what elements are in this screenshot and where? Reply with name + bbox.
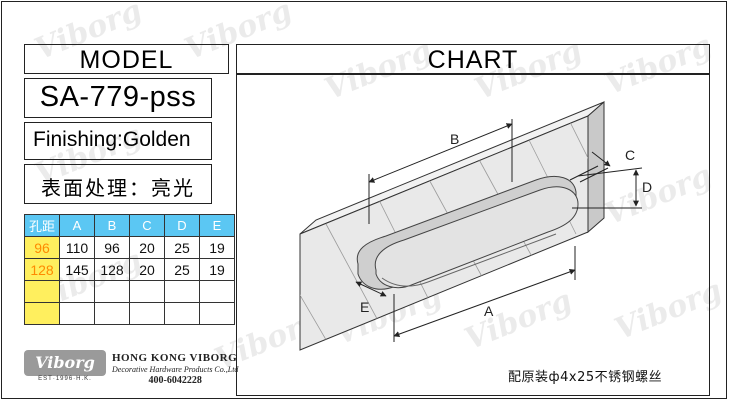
spec-table: 孔距 A B C D E 96 110 96 20 25 19 128 145 … [24, 214, 235, 325]
spec-cell: 19 [199, 258, 235, 281]
spec-cell: 20 [129, 258, 165, 281]
spec-cell: 25 [164, 258, 200, 281]
logo-text: Viborg [35, 353, 95, 372]
logo-est: EST·1996·H.K. [38, 376, 92, 382]
spec-cell [164, 280, 200, 303]
finishing-en-box: Finishing:Golden [24, 122, 212, 160]
dimension-e-line [355, 281, 387, 297]
spec-cell [94, 280, 130, 303]
spec-cell [59, 280, 95, 303]
spec-cell: 128 [94, 258, 130, 281]
spec-table-row: 128 145 128 20 25 19 [24, 258, 235, 281]
spec-table-header-row: 孔距 A B C D E [24, 214, 235, 237]
dimension-b-line [368, 123, 513, 183]
spec-table-row [24, 280, 235, 303]
spec-cell: 20 [129, 236, 165, 259]
spec-cell [199, 280, 235, 303]
spec-table-row [24, 302, 235, 325]
chart-panel [236, 74, 710, 396]
spec-col-header: B [94, 214, 130, 237]
spec-cell [199, 302, 235, 325]
viborg-logo: Viborg EST·1996·H.K. [24, 350, 106, 382]
company-name: HONG KONG VIBORG [112, 352, 238, 364]
finishing-en: Finishing:Golden [33, 128, 191, 151]
finishing-cn-box: 表面处理：亮光 [24, 164, 212, 204]
spec-cell-hole-distance: 128 [24, 258, 60, 281]
handle-dimension-diagram: B A C D E [299, 100, 652, 351]
dimension-b-label: B [450, 131, 459, 147]
spec-table-row: 96 110 96 20 25 19 [24, 236, 235, 259]
spec-col-header: E [199, 214, 235, 237]
logo-badge: Viborg [24, 350, 106, 376]
company-info: HONG KONG VIBORG Decorative Hardware Pro… [112, 352, 238, 386]
chart-header: CHART [236, 44, 710, 74]
spec-cell: 19 [199, 236, 235, 259]
dimension-c-label: C [625, 147, 635, 163]
spec-cell [59, 302, 95, 325]
dimension-c-line [591, 151, 611, 167]
spec-cell-hole-distance [24, 302, 60, 325]
model-header: MODEL [24, 44, 229, 74]
spec-cell [129, 302, 165, 325]
spec-cell: 110 [59, 236, 95, 259]
spec-cell: 96 [94, 236, 130, 259]
screw-note: 配原装ф4x25不锈钢螺丝 [508, 370, 663, 385]
dimension-a-line [393, 269, 576, 337]
model-number: SA-779-pss [39, 81, 197, 113]
spec-cell: 145 [59, 258, 95, 281]
dimension-d-label: D [642, 179, 652, 195]
spec-cell [94, 302, 130, 325]
spec-cell-hole-distance [24, 280, 60, 303]
company-phone: 400-6042228 [148, 375, 202, 386]
spec-col-header: A [59, 214, 95, 237]
spec-cell: 25 [164, 236, 200, 259]
dimension-a-label: A [484, 303, 494, 319]
spec-cell-hole-distance: 96 [24, 236, 60, 259]
spec-cell [129, 280, 165, 303]
company-subtitle: Decorative Hardware Products Co.,Ltd [112, 365, 239, 374]
spec-col-header: D [164, 214, 200, 237]
spec-cell [164, 302, 200, 325]
spec-col-header: C [129, 214, 165, 237]
dimension-e-label: E [360, 299, 369, 315]
chart-header-label: CHART [427, 46, 519, 74]
spec-col-header: 孔距 [24, 214, 60, 237]
model-number-box: SA-779-pss [24, 78, 212, 118]
finishing-cn: 表面处理：亮光 [41, 176, 195, 200]
model-header-label: MODEL [79, 46, 174, 74]
